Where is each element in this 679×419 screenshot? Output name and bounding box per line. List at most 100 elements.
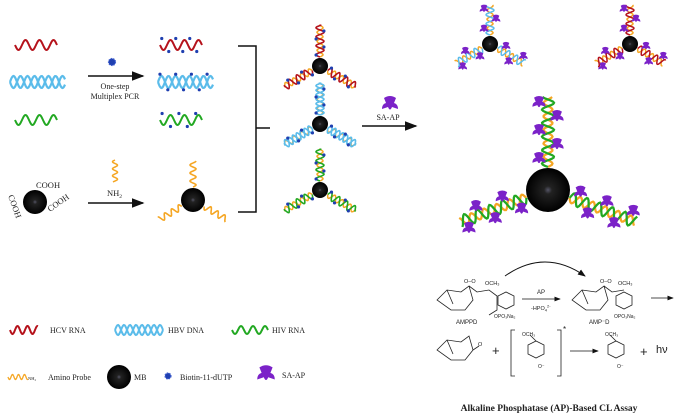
sa-ap-icon xyxy=(460,46,470,55)
biotin-icon xyxy=(197,88,201,92)
ketone-o: O xyxy=(478,342,483,348)
target-strand xyxy=(283,127,314,148)
biotin-icon xyxy=(160,111,164,116)
biotin-icon xyxy=(322,103,326,107)
legend-amino-probe: Amino Probe xyxy=(48,373,91,382)
legend-probe-nh2: NH₂ xyxy=(28,376,36,381)
biotin-icon xyxy=(188,36,192,41)
biotin-icon xyxy=(332,135,337,139)
amppd-opo: OPO₃Na₂ xyxy=(494,314,516,320)
hiv-rna-wave xyxy=(14,113,58,127)
biotin-icon xyxy=(314,53,318,57)
excited-ester xyxy=(527,334,545,359)
hbv-capture-bead xyxy=(312,116,328,132)
ampd-opo: OPO₃Na₂ xyxy=(614,314,636,320)
biotin-icon xyxy=(181,49,185,54)
biotin-icon xyxy=(314,111,318,115)
cooh-left: COOH xyxy=(6,193,24,219)
biotin-icon xyxy=(174,36,178,41)
legend-mb-icon xyxy=(107,365,131,389)
biotin-icon xyxy=(299,70,304,74)
biotin-icon xyxy=(205,72,209,76)
product-ester xyxy=(607,334,625,359)
biotin-icon xyxy=(322,153,326,157)
sa-ap-icon xyxy=(495,190,509,202)
sa-ap-icon xyxy=(488,212,502,224)
sa-ap-icon xyxy=(550,138,564,150)
cooh-right: COOH xyxy=(45,192,70,214)
biotin-labeled-hcv xyxy=(159,38,203,52)
probe-arm xyxy=(568,195,636,227)
sa-ap-icon xyxy=(501,41,511,50)
sa-ap-icon xyxy=(532,96,546,108)
target-strand xyxy=(283,125,313,146)
sa-ap-icon xyxy=(641,41,651,50)
bracket xyxy=(238,45,270,213)
sa-ap-icon xyxy=(600,195,614,207)
biotin-icon xyxy=(346,209,350,213)
carboxyl-bead-icon xyxy=(23,190,47,214)
biotin-icon xyxy=(314,177,318,181)
adamantanone-structure xyxy=(436,335,480,361)
biotin-icon xyxy=(286,136,290,140)
target-strand xyxy=(283,69,314,90)
cooh-top: COOH xyxy=(36,180,60,190)
legend-hiv: HIV RNA xyxy=(272,326,305,335)
sa-ap-icon xyxy=(491,14,501,23)
ampd-och3: OCH₃ xyxy=(618,281,632,287)
probe-arm xyxy=(542,96,554,168)
biotin-icon xyxy=(296,139,301,143)
sa-ap-icon xyxy=(475,52,485,60)
legend: HCV RNA HBV DNA HIV RNA NH₂ Amino Probe … xyxy=(28,326,306,382)
excited-o-minus: O⁻ xyxy=(538,364,545,370)
ap-label: AP xyxy=(537,290,545,296)
probe-bead-icon xyxy=(181,188,205,212)
biotin-icon xyxy=(310,197,315,201)
probe-arm xyxy=(284,68,313,88)
sa-ap-icon xyxy=(615,52,625,60)
amino-probe-arm xyxy=(189,160,197,188)
excited-och3: OCH₃ xyxy=(522,332,535,338)
sa-ap-icon xyxy=(532,152,546,164)
biotin-icon xyxy=(299,194,304,198)
probe-arm xyxy=(284,192,313,212)
biotin-icon xyxy=(314,95,318,99)
labeled-bead xyxy=(526,168,570,212)
sa-ap-icon xyxy=(573,185,588,197)
probe-arm xyxy=(636,48,663,67)
amppd-och3: OCH₃ xyxy=(485,281,499,287)
hpo4-label: -HPO42- xyxy=(531,304,551,313)
legend-hcv: HCV RNA xyxy=(50,326,86,335)
biotin-icon xyxy=(343,132,347,136)
legend-amino-probe-icon xyxy=(7,373,29,381)
biotin-icon xyxy=(107,57,117,67)
biotin-icon xyxy=(286,78,290,82)
legend-sa-ap: SA-AP xyxy=(282,371,306,380)
sa-ap-icon xyxy=(550,110,564,122)
probe-arm xyxy=(284,126,313,146)
biotin-icon xyxy=(314,161,318,165)
biotin-icon xyxy=(346,85,350,89)
sa-ap-icon xyxy=(607,216,621,229)
biotin-icon xyxy=(322,87,326,91)
hcv-rna-wave xyxy=(14,38,58,52)
amppd-oo: O–O xyxy=(464,279,476,285)
biotin-icon xyxy=(332,201,337,205)
pcr-label-line2: Multiplex PCR xyxy=(91,92,140,101)
amppd-structure xyxy=(436,285,498,316)
biotin-icon xyxy=(322,169,326,173)
biotin-icon xyxy=(181,88,186,92)
plus-1: + xyxy=(492,343,500,358)
sa-ap-icon xyxy=(626,204,640,216)
labeled-bead xyxy=(482,36,498,52)
target-strand xyxy=(327,191,357,212)
amino-probe-arm xyxy=(203,205,227,223)
plus-2: + xyxy=(640,344,648,359)
target-strand xyxy=(461,194,528,228)
probe-arm xyxy=(458,193,528,226)
probe-arm xyxy=(326,128,357,147)
biotin-icon xyxy=(189,72,193,76)
target-strand xyxy=(315,24,325,58)
cl-assay-title: Alkaline Phosphatase (AP)-Based CL Assay xyxy=(461,403,638,414)
